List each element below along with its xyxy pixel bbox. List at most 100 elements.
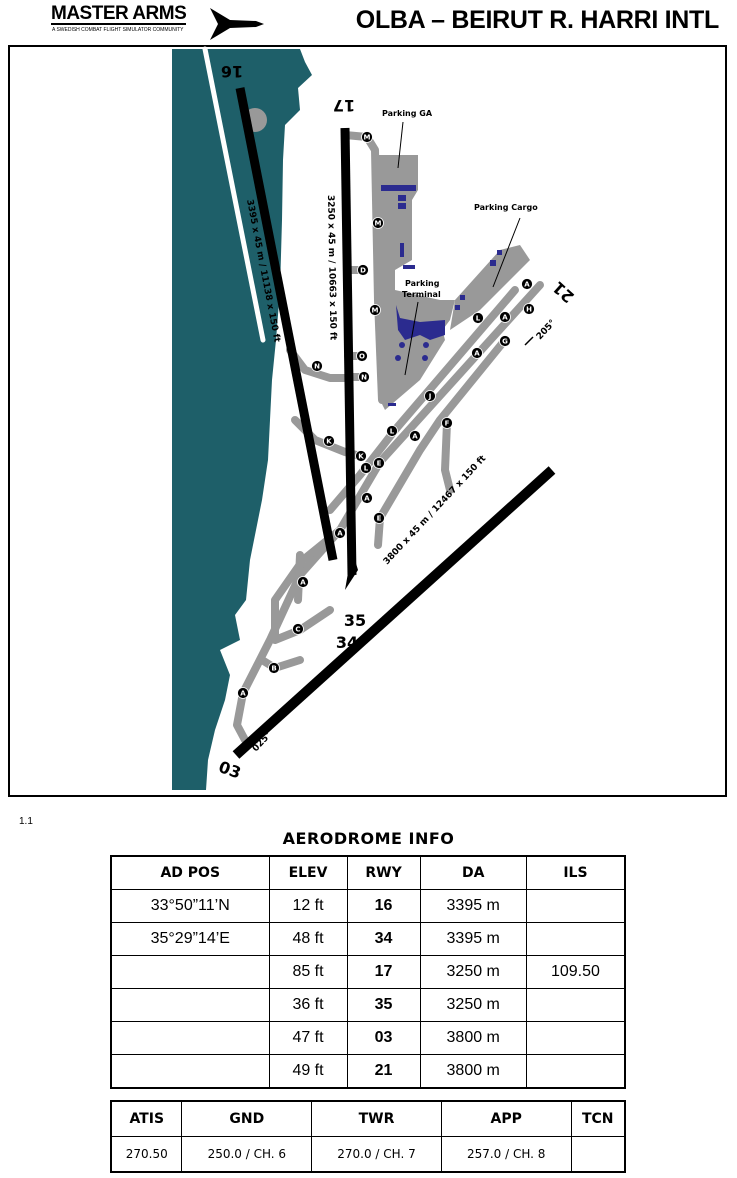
taxiway-label: E — [377, 460, 382, 468]
header-rwy: RWY — [346, 855, 421, 890]
taxiway-marker — [523, 303, 535, 315]
taxiway-marker — [499, 311, 511, 323]
cell-elev: 36 ft — [268, 988, 348, 1022]
gnd-frequency: 250.0 / CH. 6 — [181, 1136, 313, 1173]
taxiway-label: N — [314, 363, 320, 371]
parking-ga-label: Parking GA — [382, 109, 433, 118]
taxiway-marker — [355, 450, 367, 462]
taxiway-label: K — [326, 438, 332, 446]
taxiway-marker — [268, 662, 280, 674]
runway-03-21 — [232, 466, 556, 759]
tcn-channel — [570, 1136, 626, 1173]
taxiway-label: B — [271, 665, 276, 673]
parking-terminal-label-1: Parking — [405, 279, 440, 288]
taxiway-marker — [369, 304, 381, 316]
runways — [232, 87, 556, 759]
cell-ils — [525, 889, 626, 923]
taxiway-marker — [334, 527, 346, 539]
cell-rwy: 35 — [346, 988, 421, 1022]
taxiway-marker — [373, 512, 385, 524]
taxiway-label: A — [474, 350, 480, 358]
cell-ils — [525, 988, 626, 1022]
taxiway-marker — [292, 623, 304, 635]
runway-16-34 — [235, 87, 338, 561]
page-title: OLBA – BEIRUT R. HARRI INTL — [355, 6, 720, 34]
header-atis: ATIS — [110, 1100, 183, 1137]
taxiway-marker — [357, 264, 369, 276]
taxiway-marker — [297, 576, 309, 588]
taxiway-label: E — [377, 515, 382, 523]
runway-label-16: 16 — [221, 62, 243, 81]
taxiway-marker — [361, 131, 373, 143]
header-ils: ILS — [525, 855, 626, 890]
cell-da: 3800 m — [419, 1021, 527, 1055]
taxiway-label: A — [240, 690, 246, 698]
taxiway-label: F — [445, 420, 450, 428]
cell-da: 3800 m — [419, 1054, 527, 1089]
taxiway-label: N — [361, 374, 367, 382]
header-ad-pos: AD POS — [110, 855, 270, 890]
header-gnd: GND — [181, 1100, 313, 1137]
taxiway-marker — [323, 435, 335, 447]
logo-text: MASTER ARMS — [51, 3, 187, 25]
cell-ad-pos — [110, 955, 270, 989]
taxiway-marker — [358, 371, 370, 383]
cell-ils — [525, 922, 626, 956]
taxiway-label: A — [502, 314, 508, 322]
cell-ad-pos — [110, 1054, 270, 1089]
cell-rwy: 34 — [346, 922, 421, 956]
airport-diagram: 16 17 21 35 34 03 3395 x 45 m / 11138 x … — [8, 45, 727, 797]
taxiway-label: A — [300, 579, 306, 587]
taxiway-marker — [372, 217, 384, 229]
taxiway-label: O — [359, 353, 365, 361]
aerodrome-info-title: AERODROME INFO — [282, 829, 455, 848]
cell-rwy: 03 — [346, 1021, 421, 1055]
cell-da: 3395 m — [419, 889, 527, 923]
atis-frequency: 270.50 — [110, 1136, 183, 1173]
taxiway-label: K — [358, 453, 364, 461]
header-da: DA — [419, 855, 527, 890]
taxiway-label: C — [295, 626, 300, 634]
taxiway-label: A — [412, 433, 418, 441]
aprons — [372, 155, 530, 410]
cell-ils — [525, 1054, 626, 1089]
taxiway-marker — [386, 425, 398, 437]
taxiway-label: H — [526, 306, 532, 314]
cell-elev: 47 ft — [268, 1021, 348, 1055]
table-header-row: ATIS GND TWR APP TCN — [110, 1100, 626, 1137]
header-twr: TWR — [311, 1100, 442, 1137]
cell-rwy: 17 — [346, 955, 421, 989]
taxiway-label: M — [364, 134, 371, 142]
twr-frequency: 270.0 / CH. 7 — [311, 1136, 442, 1173]
header-elev: ELEV — [268, 855, 348, 890]
heading-205: 205° — [535, 318, 558, 342]
taxiway-marker — [356, 350, 368, 362]
runway-03-21-dimensions: 3800 x 45 m / 12467 x 150 ft — [382, 454, 489, 568]
parking-cargo-label: Parking Cargo — [474, 203, 538, 212]
taxiway-label: A — [364, 495, 370, 503]
app-frequency: 257.0 / CH. 8 — [440, 1136, 572, 1173]
jet-icon — [210, 8, 264, 40]
sea — [172, 49, 312, 790]
runway-label-03: 03 — [216, 757, 243, 782]
taxiway-label: A — [524, 281, 530, 289]
leader-lines — [397, 121, 521, 376]
taxiway-label: M — [372, 307, 379, 315]
cell-ils: 109.50 — [525, 955, 626, 989]
cell-da: 3250 m — [419, 955, 527, 989]
frequencies-table: ATIS GND TWR APP TCN 270.50 250.0 / CH. … — [110, 1100, 626, 1173]
runway-label-21: 21 — [549, 278, 578, 307]
taxiway-marker — [409, 430, 421, 442]
cell-ils — [525, 1021, 626, 1055]
cell-rwy: 16 — [346, 889, 421, 923]
taxiway-marker — [499, 335, 511, 347]
taxiway-label: J — [428, 393, 432, 401]
runway-label-35: 35 — [344, 611, 366, 630]
cell-da: 3395 m — [419, 922, 527, 956]
cell-rwy: 21 — [346, 1054, 421, 1089]
